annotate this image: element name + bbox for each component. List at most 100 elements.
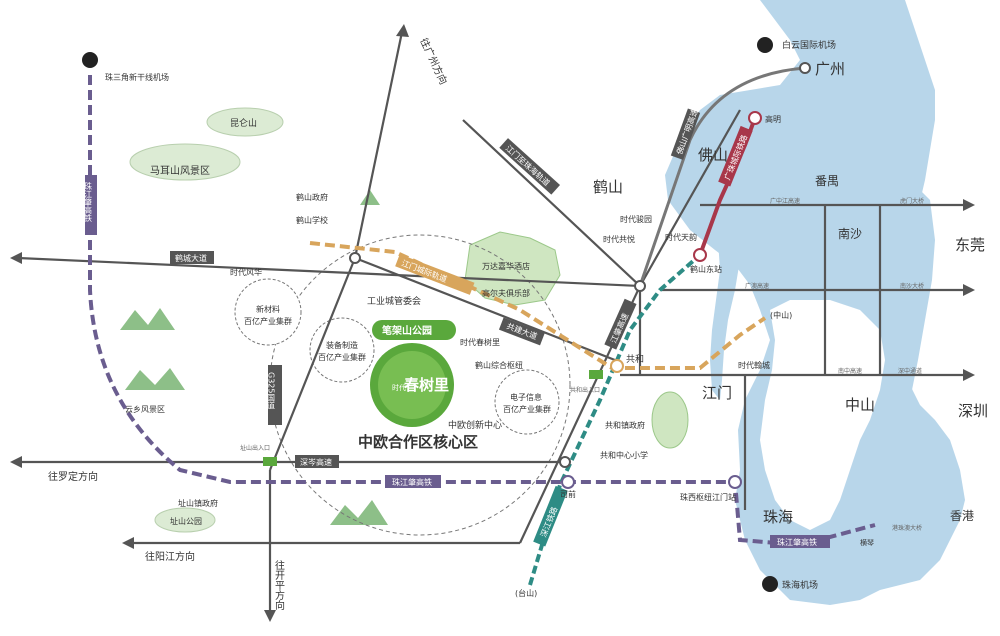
interchange-zhishan bbox=[263, 457, 277, 466]
water-bodies bbox=[600, 0, 1000, 636]
road-label-zhujiang-3: 珠江肇高铁 bbox=[777, 537, 817, 547]
city-zhongshan: 中山 bbox=[845, 396, 875, 414]
poi-golf: 高尔夫俱乐部 bbox=[482, 288, 530, 298]
label-sanshui-airport: 珠三角新干线机场 bbox=[105, 72, 169, 82]
label-zhuhai-airport: 珠海机场 bbox=[782, 579, 818, 591]
labels: 广州 佛山 鹤山 番禺 南沙 东莞 江门 中山 深圳 珠海 香港 往罗定方向 往… bbox=[48, 36, 988, 610]
station-heshan-east bbox=[693, 248, 707, 262]
mountain-2 bbox=[125, 368, 185, 390]
poi-heshan-hub: 鹤山综合枢纽 bbox=[475, 360, 523, 370]
road-label-heshan-avenue: 鹤城大道 bbox=[175, 253, 207, 263]
mountain-1 bbox=[120, 308, 175, 330]
jiangmen-lake bbox=[868, 515, 910, 550]
stations bbox=[82, 37, 811, 592]
poi-heshan-school: 鹤山学校 bbox=[296, 215, 328, 225]
city-shenzhen: 深圳 bbox=[958, 402, 988, 420]
label-zhongshan-stop: (中山) bbox=[770, 310, 792, 320]
industry-top-1: 新材料 bbox=[256, 304, 280, 314]
project-inner-circle bbox=[378, 351, 446, 419]
road-east-label-1: 广中江高速 bbox=[770, 197, 800, 205]
poi-gonghe-school: 共和中心小学 bbox=[600, 450, 648, 460]
kunlunshan-hill bbox=[206, 107, 284, 137]
label-taishan-stop: (台山) bbox=[515, 588, 537, 598]
node-jiangmen-junction bbox=[634, 280, 646, 292]
poi-wanda: 万达嘉华酒店 bbox=[482, 261, 530, 271]
city-foshan: 佛山 bbox=[698, 146, 728, 164]
poi-times-jiangcheng: 时代翰城 bbox=[738, 360, 770, 370]
box-guangzhu bbox=[718, 125, 753, 187]
label-heshan-east: 鹤山东站 bbox=[690, 264, 722, 274]
maershan-hill bbox=[129, 143, 241, 181]
label-maershan: 马耳山风景区 bbox=[150, 165, 210, 177]
city-heshan: 鹤山 bbox=[593, 178, 623, 196]
station-gonghe bbox=[610, 359, 624, 373]
label-yunxiang: 云乡风景区 bbox=[125, 405, 165, 414]
green-areas bbox=[120, 107, 689, 533]
box-heshan-avenue bbox=[170, 251, 214, 264]
industry-right-2: 百亿产业集群 bbox=[503, 404, 551, 414]
interchange-gonghe bbox=[589, 370, 603, 379]
city-hongkong: 香港 bbox=[950, 509, 974, 523]
station-gaoming bbox=[748, 111, 762, 125]
label-kunlunshan: 昆仑山 bbox=[230, 117, 257, 129]
box-jiangzhao bbox=[604, 298, 637, 350]
road-label-boxes bbox=[85, 108, 830, 548]
label-committee: 工业城管委会 bbox=[367, 295, 421, 307]
estuary-inner-land bbox=[760, 300, 885, 530]
label-innovation: 中欧创新中心 bbox=[448, 419, 502, 431]
road-label-zhujiang-2: 珠江肇高铁 bbox=[392, 477, 432, 487]
road-east-label-3: 南中高速 bbox=[838, 367, 862, 375]
box-zhujiang-3 bbox=[770, 535, 830, 548]
city-jiangmen: 江门 bbox=[702, 384, 732, 402]
city-dongguan: 东莞 bbox=[955, 236, 985, 254]
label-simen: 司前 bbox=[560, 489, 576, 499]
rail-purple bbox=[88, 75, 876, 548]
industry-left-2: 百亿产业集群 bbox=[318, 352, 366, 362]
label-gonghe: 共和 bbox=[626, 354, 644, 365]
zhujiang-rail-west bbox=[88, 75, 876, 548]
node-simen bbox=[559, 456, 571, 468]
core-project bbox=[370, 320, 456, 427]
park-name: 笔架山公园 bbox=[382, 324, 432, 337]
arrow-west-yangjiang bbox=[122, 537, 134, 549]
city-zhuhai: 珠海 bbox=[763, 508, 793, 526]
poi-zhishan-gov: 址山镇政府 bbox=[178, 498, 218, 508]
project-name: 春树里 bbox=[404, 376, 449, 394]
core-title: 中欧合作区核心区 bbox=[358, 433, 478, 451]
station-zhuxi bbox=[728, 475, 742, 489]
industry-left-1: 装备制造 bbox=[326, 340, 358, 350]
poi-times-junyuan: 时代骏园 bbox=[620, 214, 652, 224]
airport-zhuhai-icon bbox=[762, 576, 778, 592]
interchange-label-zhishan: 址山出入口 bbox=[240, 444, 270, 452]
xijiang-river bbox=[700, 190, 740, 400]
box-zhujiang-2 bbox=[385, 475, 441, 488]
label-hengqin: 横琴 bbox=[860, 538, 874, 547]
newmaterial-circle bbox=[234, 278, 302, 346]
arrow-west-heshan bbox=[10, 252, 22, 264]
box-shenluo bbox=[295, 455, 339, 468]
project-prefix: 时代 bbox=[392, 383, 406, 392]
city-nansha: 南沙 bbox=[838, 226, 862, 241]
dir-yangjiang: 往阳江方向 bbox=[145, 550, 195, 563]
poi-heshan-gov: 鹤山政府 bbox=[296, 192, 328, 202]
bridge-humen: 虎门大桥 bbox=[900, 197, 924, 205]
station-simen-rail bbox=[561, 475, 575, 489]
road-foshan-north bbox=[639, 109, 741, 287]
dir-guangzhou: 往广州方向 bbox=[417, 36, 450, 87]
bridge-hongkong: 港珠澳大桥 bbox=[892, 524, 922, 532]
direction-arrows bbox=[10, 24, 975, 622]
box-zhujiang-1 bbox=[85, 175, 97, 235]
road-g325 bbox=[268, 257, 357, 471]
poi-times-tiansheng: 时代天韵 bbox=[665, 232, 697, 242]
mountain-4 bbox=[360, 190, 380, 205]
bridge-nansha: 南沙大桥 bbox=[900, 282, 924, 290]
city-panyu: 番禺 bbox=[815, 174, 839, 188]
industry-right-1: 电子信息 bbox=[510, 392, 542, 402]
box-shenjiang bbox=[533, 485, 568, 547]
dir-kaiping: 往开平方向 bbox=[273, 559, 285, 610]
mountain-3 bbox=[330, 500, 388, 525]
road-ne-diag bbox=[462, 119, 641, 287]
box-metro bbox=[395, 254, 475, 295]
electronics-circle bbox=[494, 369, 560, 435]
